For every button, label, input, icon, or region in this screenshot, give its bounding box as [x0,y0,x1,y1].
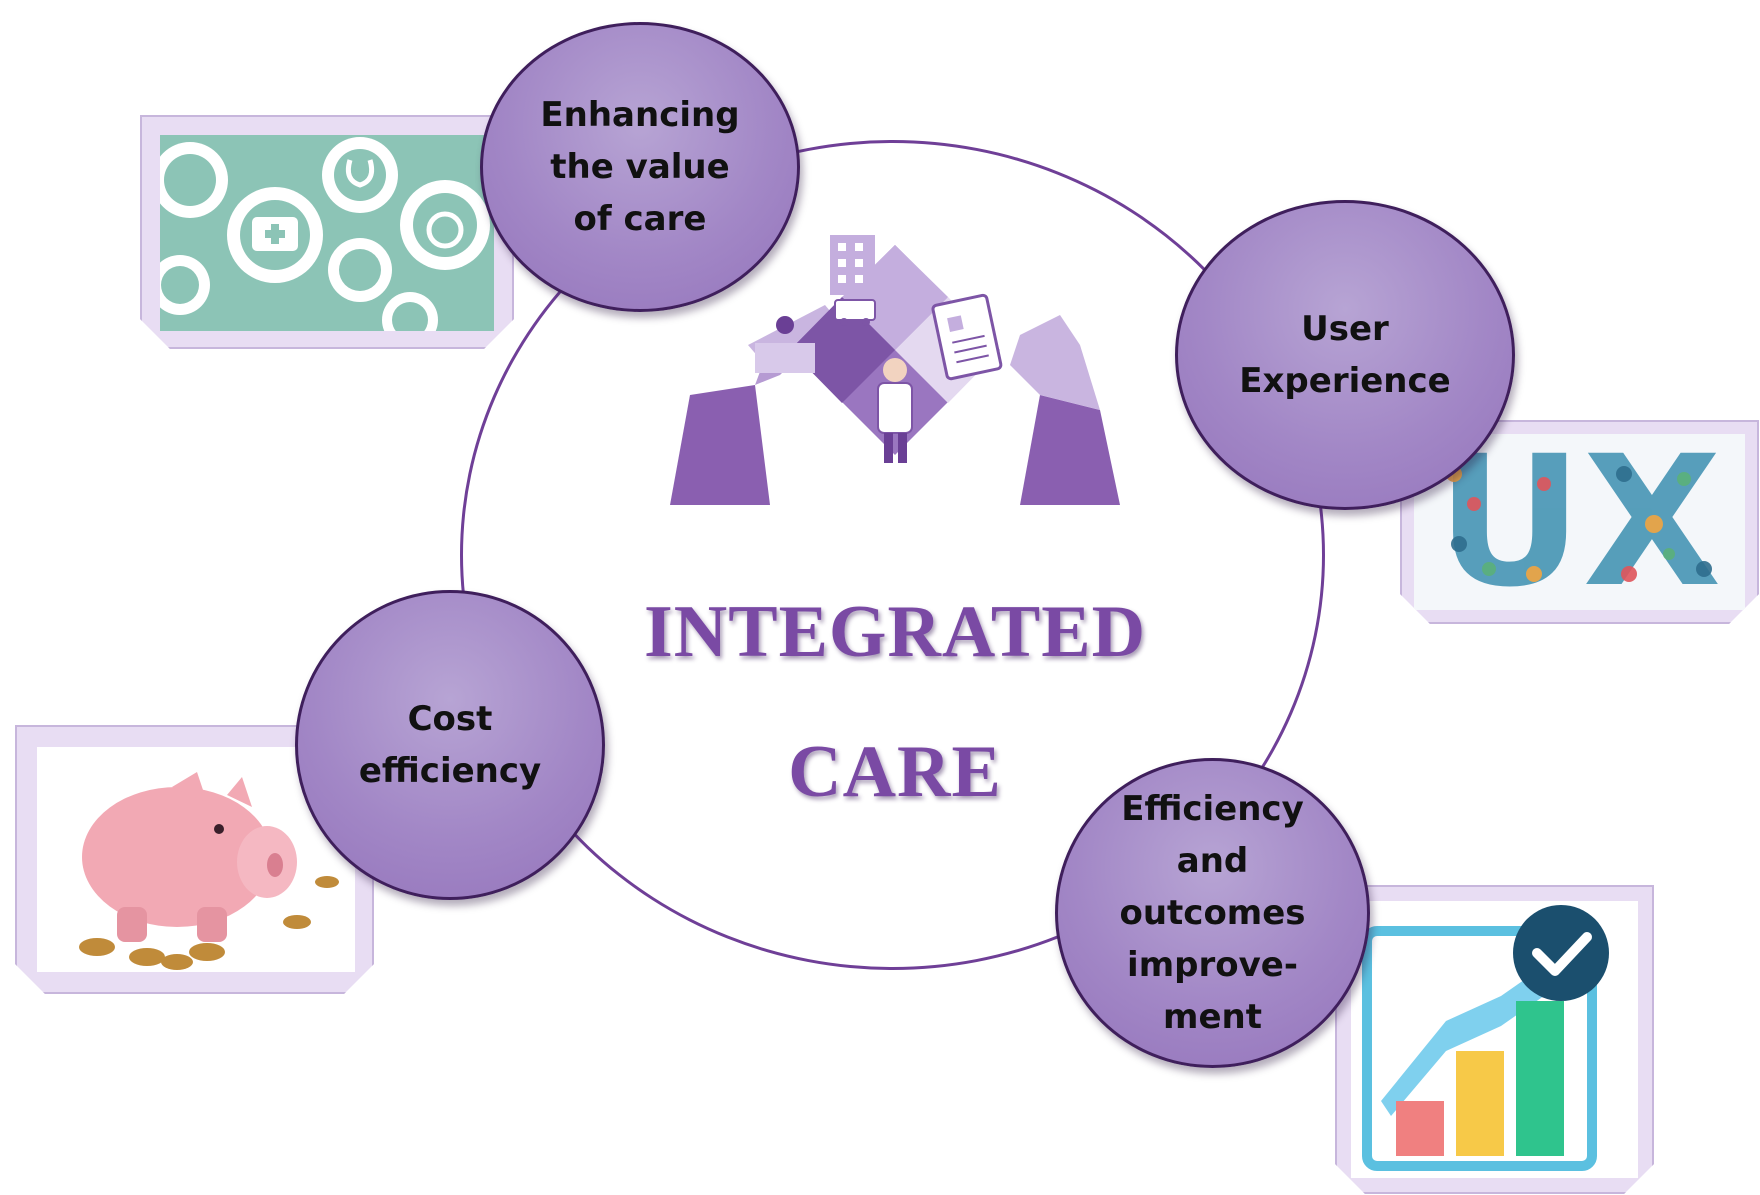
node-label: Cost efficiency [358,699,542,791]
growth-chart-image-frame [1335,885,1654,1194]
title-line-2: CARE [788,731,1002,813]
piggy-bank-icon [37,747,355,972]
healthcare-puzzle-icon [670,235,1120,505]
node-cost-efficiency: Cost efficiency [295,590,605,900]
node-user-experience: User Experience [1175,200,1515,510]
svg-text:UX: UX [1437,434,1722,610]
ux-icons-icon: UX [1414,434,1745,610]
node-label: User Experience [1239,309,1451,401]
gears-image-frame [140,115,514,349]
growth-chart-check-icon [1351,901,1638,1178]
gears-medical-icon [160,135,494,331]
node-label: Efficiency and outcomes improve- ment [1119,789,1306,1037]
node-label: Enhancing the value of care [540,95,740,239]
node-efficiency-outcomes: Efficiency and outcomes improve- ment [1055,758,1370,1068]
piggy-bank-image-frame [15,725,374,994]
title-line-1: INTEGRATED [643,591,1147,673]
node-enhancing-value: Enhancing the value of care [480,22,800,312]
